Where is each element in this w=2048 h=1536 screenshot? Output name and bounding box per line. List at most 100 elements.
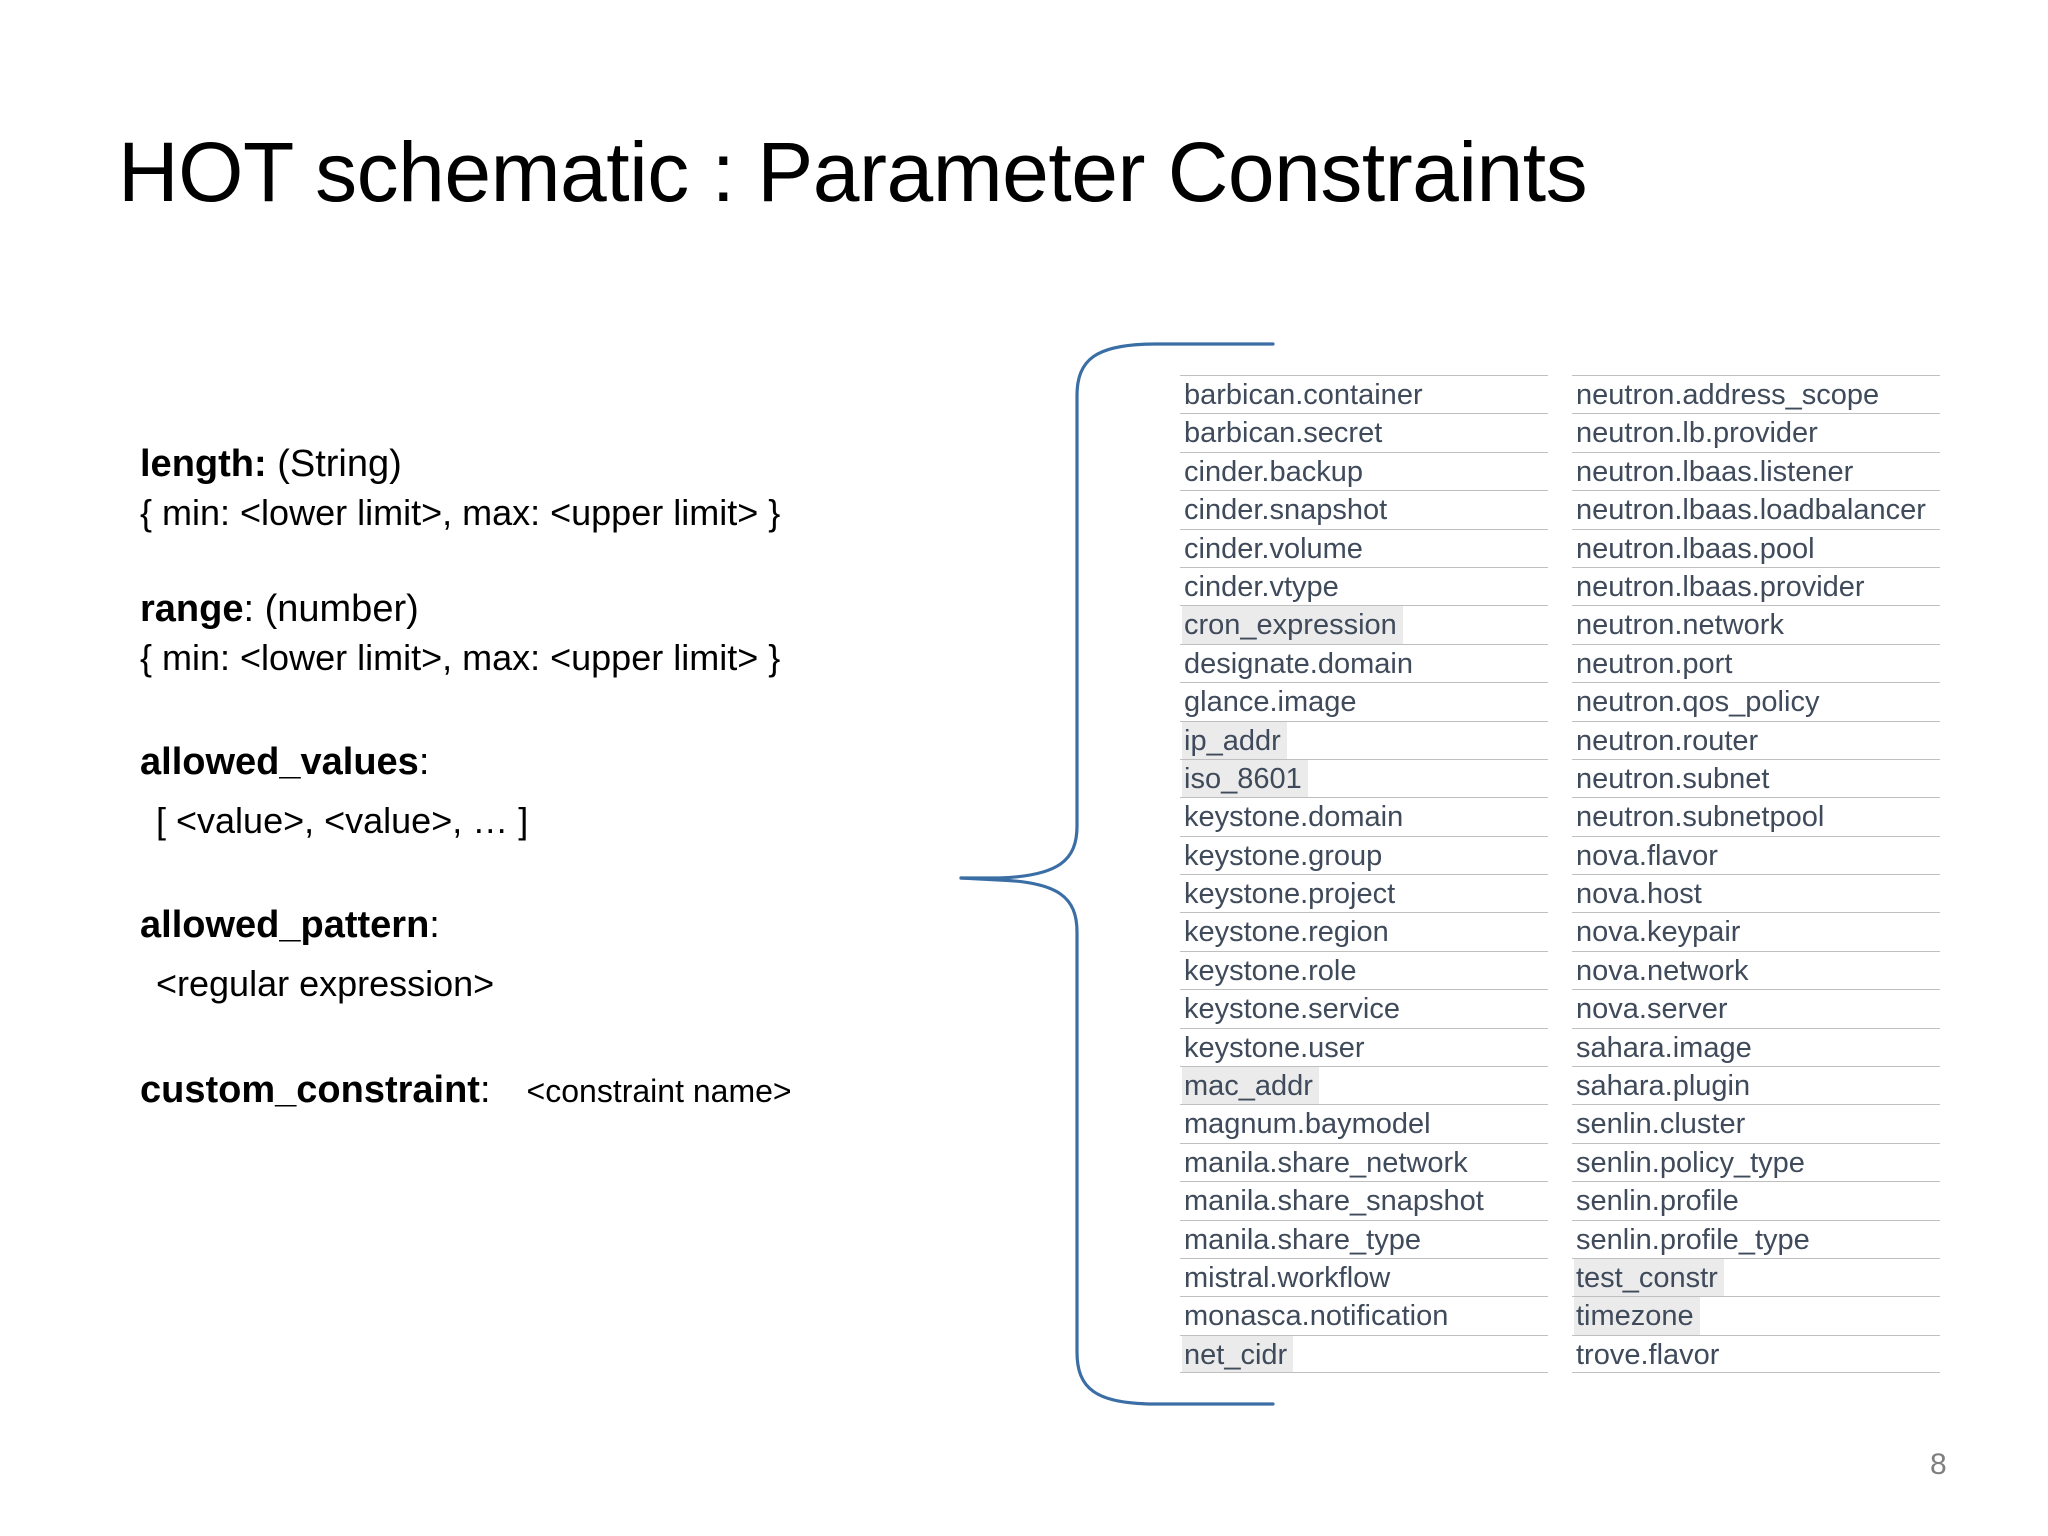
constraint-syntax-list: length: (String) { min: <lower limit>, m… [140,440,970,1115]
table-row[interactable]: monasca.notification [1180,1296,1548,1334]
table-row[interactable]: nova.flavor [1572,835,1940,874]
constraint-syntax-range: { min: <lower limit>, max: <upper limit>… [140,637,781,679]
constraint-keyword-tail-allowed-values: : [418,740,430,783]
constraint-syntax-length: { min: <lower limit>, max: <upper limit>… [140,492,781,534]
table-row[interactable]: net_cidr [1180,1334,1548,1374]
constraint-heading-range: range: (number) [140,585,970,634]
table-row[interactable]: barbican.secret [1180,413,1548,451]
constraint-name: magnum.baymodel [1184,1108,1431,1141]
constraint-name: manila.share_network [1184,1146,1468,1179]
table-row[interactable]: nova.host [1572,874,1940,912]
constraint-heading-custom-constraint: custom_constraint: <constraint name> [140,1066,970,1115]
table-row[interactable]: nova.server [1572,989,1940,1027]
table-row[interactable]: mac_addr [1180,1066,1548,1105]
table-row[interactable]: senlin.profile [1572,1181,1940,1219]
constraint-keyword-tail-allowed-pattern: : [429,903,440,946]
constraint-name: keystone.role [1184,954,1357,987]
constraint-value-custom-constraint: <constraint name> [526,1072,792,1109]
constraint-heading-allowed-pattern: allowed_pattern: [140,901,970,950]
table-row[interactable]: iso_8601 [1180,758,1548,798]
table-row[interactable]: neutron.lb.provider [1572,413,1940,451]
constraint-name: mistral.workflow [1184,1261,1391,1294]
table-row[interactable]: nova.network [1572,950,1940,989]
table-row[interactable]: designate.domain [1180,643,1548,682]
constraint-type-length: (String) [277,443,402,485]
table-row[interactable]: nova.keypair [1572,912,1940,950]
table-row[interactable]: sahara.image [1572,1027,1940,1066]
table-row[interactable]: keystone.role [1180,950,1548,989]
table-row[interactable]: cinder.backup [1180,451,1548,490]
constraint-name: iso_8601 [1182,759,1308,798]
table-row[interactable]: neutron.router [1572,720,1940,759]
constraint-keyword-allowed-pattern: allowed_pattern [140,903,430,946]
table-row[interactable]: manila.share_snapshot [1180,1181,1548,1219]
table-row[interactable]: keystone.group [1180,835,1548,874]
table-row[interactable]: mistral.workflow [1180,1257,1548,1296]
table-row[interactable]: neutron.lbaas.listener [1572,451,1940,490]
constraint-name: neutron.lbaas.listener [1576,455,1854,488]
table-row[interactable]: neutron.subnetpool [1572,797,1940,835]
table-row[interactable]: manila.share_network [1180,1142,1548,1181]
constraint-name: nova.host [1576,878,1702,911]
constraint-name: neutron.subnet [1576,762,1770,795]
table-row[interactable]: neutron.network [1572,605,1940,643]
constraint-name: cinder.snapshot [1184,494,1388,527]
table-row[interactable]: keystone.service [1180,989,1548,1027]
constraint-name: sahara.plugin [1576,1070,1751,1103]
constraint-name: neutron.subnetpool [1576,801,1825,834]
constraint-name: keystone.project [1184,878,1396,911]
table-row[interactable]: neutron.port [1572,643,1940,682]
page-title: HOT schematic : Parameter Constraints [118,125,1588,219]
table-row[interactable]: timezone [1572,1296,1940,1335]
table-row[interactable]: magnum.baymodel [1180,1104,1548,1142]
constraint-name: monasca.notification [1184,1300,1449,1333]
constraint-name: neutron.qos_policy [1576,686,1820,719]
constraint-name: barbican.container [1184,379,1423,411]
constraint-name: senlin.cluster [1576,1108,1746,1141]
table-row[interactable]: keystone.domain [1180,797,1548,835]
table-row[interactable]: cron_expression [1180,605,1548,644]
table-row[interactable]: neutron.lbaas.loadbalancer [1572,490,1940,528]
table-row[interactable]: keystone.project [1180,874,1548,912]
constraint-name: cron_expression [1182,606,1403,644]
table-row[interactable]: cinder.volume [1180,528,1548,567]
constraint-name: nova.network [1576,954,1749,987]
page-number: 8 [1930,1448,1947,1481]
table-row[interactable]: ip_addr [1180,720,1548,759]
table-row[interactable]: neutron.lbaas.provider [1572,566,1940,605]
constraint-name: trove.flavor [1576,1338,1720,1371]
constraint-name: neutron.address_scope [1576,379,1880,411]
constraint-name: senlin.profile_type [1576,1223,1810,1256]
table-row[interactable]: senlin.policy_type [1572,1142,1940,1181]
table-row[interactable]: neutron.address_scope [1572,375,1940,413]
table-row[interactable]: barbican.container [1180,375,1548,413]
constraint-name: neutron.lb.provider [1576,417,1818,450]
table-row[interactable]: test_constr [1572,1257,1940,1297]
constraint-block-allowed-values: allowed_values: [ <value>, <value>, … ] [140,738,970,845]
constraint-block-allowed-pattern: allowed_pattern: <regular expression> [140,901,970,1008]
constraint-keyword-tail-length: : [253,443,267,485]
constraint-name: manila.share_type [1184,1223,1421,1256]
table-row[interactable]: manila.share_type [1180,1219,1548,1258]
table-row[interactable]: trove.flavor [1572,1334,1940,1374]
constraint-syntax-allowed-values: [ <value>, <value>, … ] [156,800,529,842]
table-row[interactable]: neutron.qos_policy [1572,682,1940,720]
table-row[interactable]: glance.image [1180,682,1548,720]
table-row[interactable]: cinder.snapshot [1180,490,1548,528]
table-row[interactable]: keystone.region [1180,912,1548,950]
constraint-keyword-length: length [140,443,254,485]
table-row[interactable]: senlin.profile_type [1572,1219,1940,1258]
table-row[interactable]: sahara.plugin [1572,1066,1940,1104]
constraint-name: keystone.service [1184,993,1400,1026]
table-row[interactable]: neutron.lbaas.pool [1572,528,1940,567]
constraint-block-custom-constraint: custom_constraint: <constraint name> [140,1066,970,1115]
constraint-type-range: (number) [264,587,419,630]
constraint-keyword-custom-constraint: custom_constraint [140,1068,480,1111]
table-row[interactable]: cinder.vtype [1180,566,1548,605]
constraint-name: cinder.vtype [1184,570,1339,603]
table-row[interactable]: senlin.cluster [1572,1104,1940,1142]
table-row[interactable]: neutron.subnet [1572,758,1940,797]
table-row[interactable]: keystone.user [1180,1027,1548,1066]
constraint-name: designate.domain [1184,647,1413,680]
